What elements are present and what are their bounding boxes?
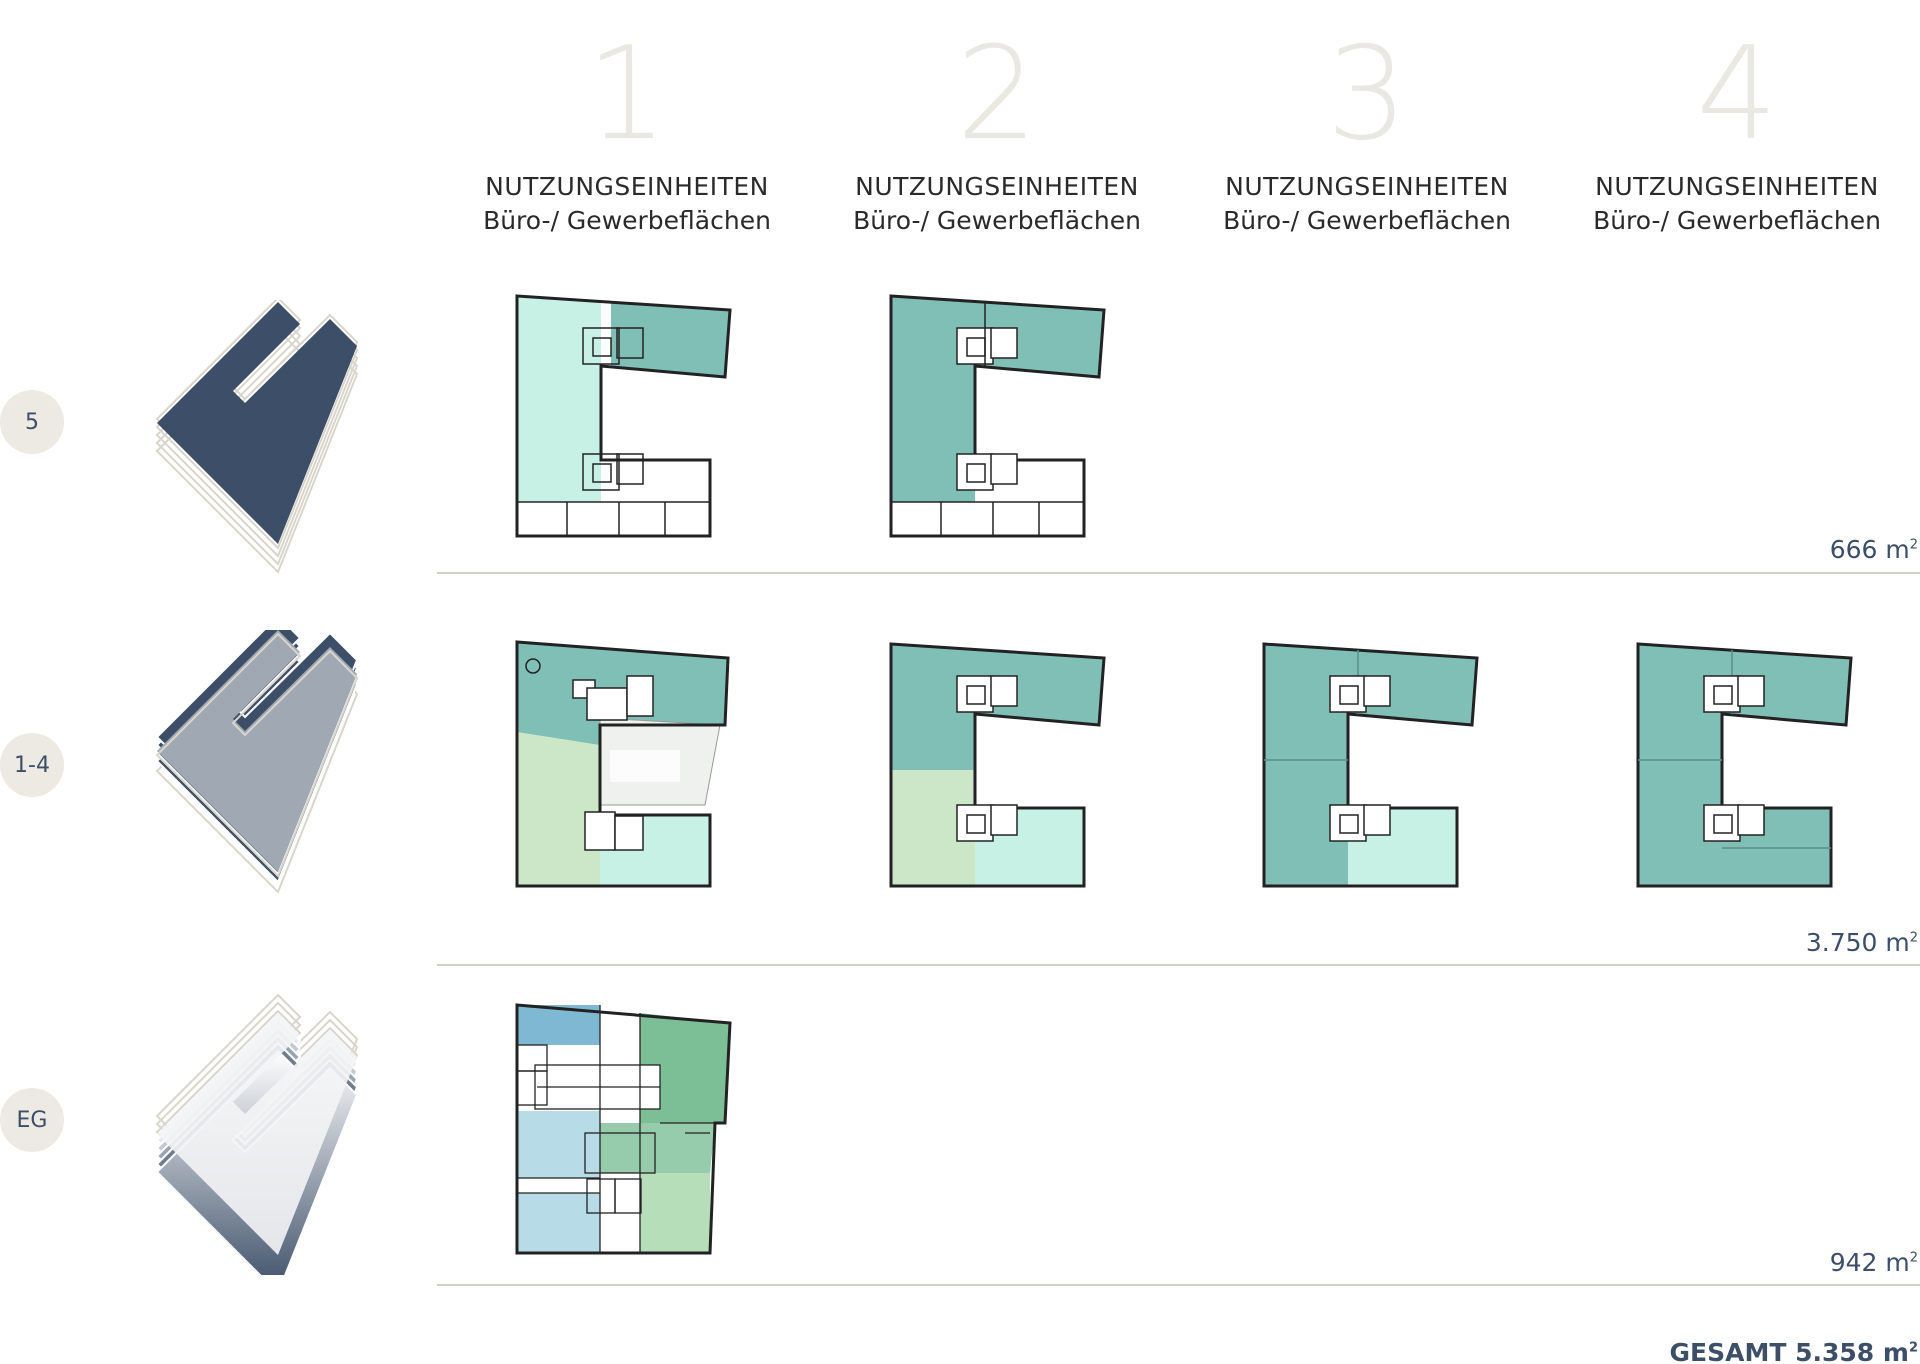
floor-area-value: 3.750 m	[1805, 928, 1910, 957]
floor-eg-area: 942 m2	[1830, 1248, 1918, 1277]
floor-badge-1-4: 1-4	[0, 733, 64, 797]
floor-1-4-unit-3-plan	[1262, 642, 1479, 888]
floor-5-area: 666 m2	[1830, 535, 1918, 564]
floor-eg-divider	[437, 1284, 1920, 1286]
column-title: NUTZUNGSEINHEITEN	[1225, 172, 1509, 201]
floor-area-value: 666 m	[1829, 535, 1910, 564]
floor-1-4-divider	[437, 964, 1920, 966]
column-subtitle: Büro-/ Gewerbeflächen	[1593, 206, 1881, 235]
floor-1-4-stack-icon	[155, 630, 359, 894]
floor-5-unit-2-plan	[889, 294, 1106, 538]
floor-1-4-area: 3.750 m2	[1806, 928, 1918, 957]
column-number: 3	[1326, 20, 1408, 169]
floor-area-unit-exponent: 2	[1909, 537, 1918, 553]
column-header-1: 1 NUTZUNGSEINHEITEN Büro-/ Gewerbefläche…	[447, 30, 807, 238]
floor-badge-eg: EG	[0, 1088, 64, 1152]
column-title: NUTZUNGSEINHEITEN	[855, 172, 1139, 201]
floor-5-unit-1-plan	[515, 294, 732, 538]
floor-5-divider	[437, 572, 1920, 574]
total-area-unit-exponent: 2	[1908, 1340, 1918, 1356]
column-number: 1	[586, 20, 668, 169]
floor-1-4-unit-2-plan	[889, 642, 1106, 888]
column-subtitle: Büro-/ Gewerbeflächen	[483, 206, 771, 235]
column-subtitle: Büro-/ Gewerbeflächen	[853, 206, 1141, 235]
floor-5-stack-icon	[155, 300, 359, 574]
floor-1-4-unit-1-plan	[515, 640, 730, 888]
floor-eg-unit-1-plan	[515, 1003, 732, 1255]
column-number: 2	[956, 20, 1038, 169]
column-subtitle: Büro-/ Gewerbeflächen	[1223, 206, 1511, 235]
floor-badge-5: 5	[0, 390, 64, 454]
floor-1-4-unit-4-plan	[1636, 642, 1853, 888]
column-header-2: 2 NUTZUNGSEINHEITEN Büro-/ Gewerbefläche…	[817, 30, 1177, 238]
column-title: NUTZUNGSEINHEITEN	[485, 172, 769, 201]
floor-area-unit-exponent: 2	[1909, 930, 1918, 946]
column-number: 4	[1696, 20, 1778, 169]
column-header-3: 3 NUTZUNGSEINHEITEN Büro-/ Gewerbefläche…	[1187, 30, 1547, 238]
total-area: GESAMT 5.358 m2	[1670, 1338, 1918, 1364]
total-area-label: GESAMT 5.358 m	[1669, 1338, 1909, 1364]
floor-area-value: 942 m	[1829, 1248, 1910, 1277]
column-header-4: 4 NUTZUNGSEINHEITEN Büro-/ Gewerbefläche…	[1557, 30, 1917, 238]
column-title: NUTZUNGSEINHEITEN	[1595, 172, 1879, 201]
floor-area-unit-exponent: 2	[1909, 1250, 1918, 1266]
floor-eg-stack-icon	[155, 993, 359, 1275]
